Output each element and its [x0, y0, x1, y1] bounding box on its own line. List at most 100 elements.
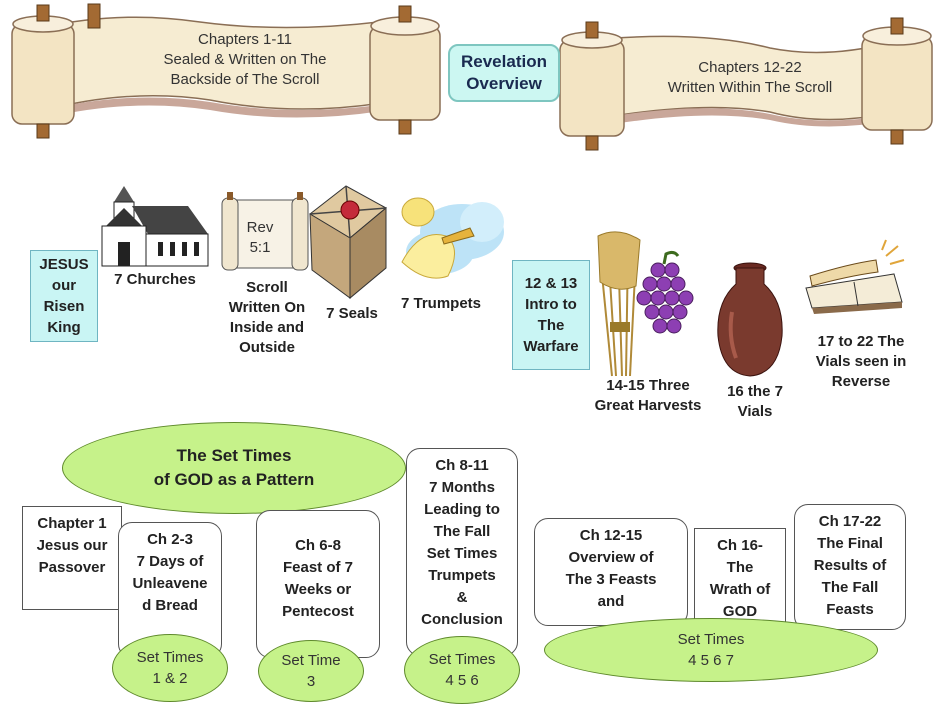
scroll-label: Scroll Written On Inside and Outside — [212, 278, 322, 358]
right-scroll-icon — [559, 17, 933, 151]
warfare-line: The — [537, 317, 565, 334]
scroll-rev-icon — [221, 192, 309, 271]
box-line: Ch 17-22 — [818, 513, 882, 530]
horn-book-icon — [805, 239, 905, 314]
left-scroll-line: Chapters 1-11 — [198, 31, 292, 48]
box-line: Leading to — [424, 501, 500, 518]
oval-line: 4 5 6 7 — [688, 652, 734, 669]
title-line: Overview — [466, 74, 542, 93]
box-line: Overview of — [568, 549, 654, 566]
warfare-line: Warfare — [523, 338, 579, 355]
reverse-label: 17 to 22 The Vials seen in Reverse — [806, 332, 916, 392]
box-line: Unleavene — [132, 575, 208, 592]
ch-17-22-box: Ch 17-22 The Final Results of The Fall F… — [794, 504, 906, 630]
box-line: Pentecost — [282, 603, 354, 620]
scroll-label-line: Scroll — [246, 279, 288, 296]
box-line: Wrath of — [709, 581, 771, 598]
box-line: & — [456, 589, 468, 606]
right-scroll-text: Chapters 12-22 Written Within The Scroll — [640, 58, 860, 98]
reverse-line: Vials seen in — [815, 353, 907, 370]
left-scroll-text: Chapters 1-11 Sealed & Written on The Ba… — [140, 30, 350, 90]
box-line: The Fall — [433, 523, 491, 540]
box-line: Ch 6-8 — [295, 537, 341, 554]
title-line: Revelation — [461, 52, 547, 71]
scroll-rev-line: Rev — [246, 219, 274, 236]
scroll-label-line: Written On — [228, 299, 306, 316]
box-line: The — [726, 559, 754, 576]
scroll-label-line: Inside and — [229, 319, 305, 336]
scroll-label-line: Outside — [239, 339, 295, 356]
box-line: The 3 Feasts — [565, 571, 657, 588]
box-line: The Fall — [821, 579, 879, 596]
oval-line: 3 — [306, 673, 316, 690]
scroll-rev-text: Rev 5:1 — [238, 218, 282, 258]
oval-line: Set Times — [677, 631, 745, 648]
box-line: 7 Days of — [136, 553, 204, 570]
box-line: Conclusion — [421, 611, 503, 628]
warfare-line: 12 & 13 — [524, 275, 578, 292]
seals-label: 7 Seals — [326, 305, 378, 322]
oval-line: 1 & 2 — [152, 670, 188, 687]
box-line: Feast of 7 — [282, 559, 354, 576]
revelation-title: Revelation Overview — [448, 44, 560, 102]
jesus-risen-king-box: JESUS our Risen King — [30, 250, 98, 342]
oval-line: 4 5 6 — [445, 672, 479, 689]
box-line: The Final — [817, 535, 883, 552]
reverse-line: 17 to 22 The — [817, 333, 905, 350]
ch-6-8-box: Ch 6-8 Feast of 7 Weeks or Pentecost — [256, 510, 380, 658]
jesus-line: JESUS — [39, 256, 89, 273]
ch-16-box: Ch 16- The Wrath of GOD — [694, 528, 786, 624]
vials-line: Vials — [737, 403, 773, 420]
vials-label: 16 the 7 Vials — [710, 382, 800, 422]
angel-trumpet-icon — [401, 197, 504, 279]
box-line: Passover — [38, 559, 106, 576]
oval-line: Set Times — [136, 649, 204, 666]
right-scroll-line: Written Within The Scroll — [667, 79, 833, 96]
box-line: Weeks or — [284, 581, 352, 598]
set-times-1-2-oval: Set Times 1 & 2 — [112, 634, 228, 702]
set-times-4-5-6-7-oval: Set Times 4 5 6 7 — [544, 618, 878, 682]
box-line: Ch 8-11 — [435, 457, 489, 474]
scroll-rev-line: 5:1 — [249, 239, 271, 256]
vase-icon — [717, 262, 783, 377]
chapter-1-box: Chapter 1 Jesus our Passover — [22, 506, 122, 610]
box-line: and — [597, 593, 625, 610]
vials-line: 16 the 7 — [727, 383, 783, 400]
harvests-line: Great Harvests — [594, 397, 702, 414]
left-scroll-line: Backside of The Scroll — [170, 71, 320, 88]
reverse-line: Reverse — [831, 373, 891, 390]
set-times-pattern-oval: The Set Times of GOD as a Pattern — [62, 422, 406, 514]
harvests-line: 14-15 Three — [606, 377, 690, 394]
set-time-3-oval: Set Time 3 — [258, 640, 364, 702]
box-line: Jesus our — [36, 537, 108, 554]
box-line: Feasts — [826, 601, 874, 618]
banner-art — [11, 3, 933, 151]
box-line: Trumpets — [428, 567, 496, 584]
box-line: GOD — [722, 603, 758, 620]
church-icon — [101, 186, 209, 267]
left-scroll-line: Sealed & Written on The — [163, 51, 327, 68]
sealed-box-icon — [309, 185, 387, 300]
wheat-grapes-icon — [597, 231, 694, 377]
ch-8-11-box: Ch 8-11 7 Months Leading to The Fall Set… — [406, 448, 518, 656]
pattern-title-line: of GOD as a Pattern — [153, 470, 315, 489]
right-scroll-line: Chapters 12-22 — [698, 59, 802, 76]
box-line: Chapter 1 — [37, 515, 107, 532]
box-line: Ch 12-15 — [579, 527, 643, 544]
jesus-line: Risen — [43, 298, 85, 315]
ch-12-15-box: Ch 12-15 Overview of The 3 Feasts and — [534, 518, 688, 626]
set-times-4-5-6-oval: Set Times 4 5 6 — [404, 636, 520, 704]
warfare-line: Intro to — [525, 296, 577, 313]
oval-line: Set Times — [428, 651, 496, 668]
churches-label: 7 Churches — [114, 271, 196, 288]
box-line: Ch 16- — [717, 537, 763, 554]
box-line: Results of — [813, 557, 887, 574]
jesus-line: our — [51, 277, 77, 294]
left-scroll-icon — [11, 3, 441, 139]
trumpets-label: 7 Trumpets — [400, 295, 482, 312]
box-line: d Bread — [142, 597, 198, 614]
oval-line: Set Time — [281, 652, 341, 669]
pattern-title-line: The Set Times — [176, 446, 292, 465]
harvests-label: 14-15 Three Great Harvests — [578, 376, 718, 416]
box-line: 7 Months — [429, 479, 495, 496]
